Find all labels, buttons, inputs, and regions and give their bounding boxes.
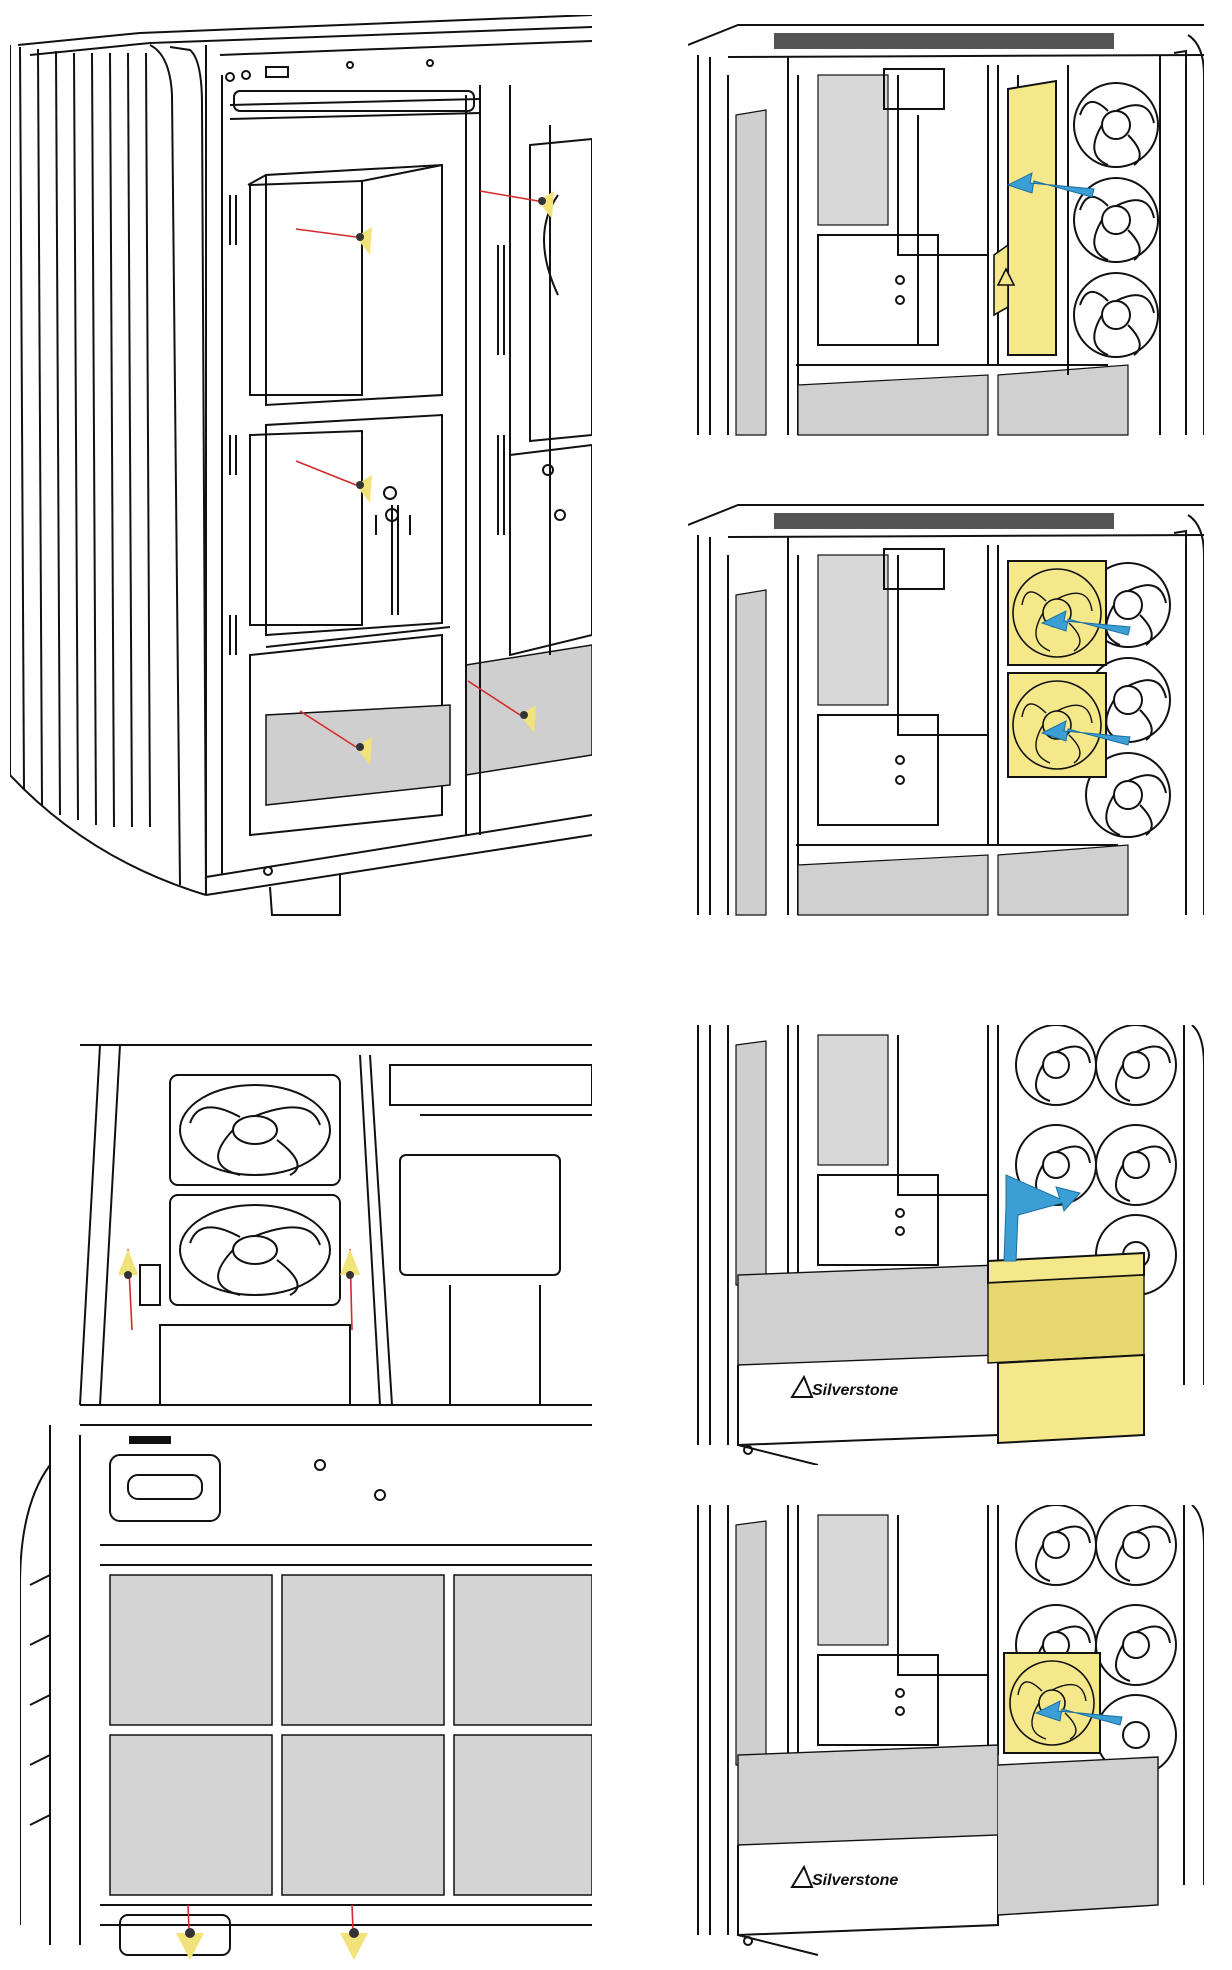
diagram-vertical-bracket — [688, 24, 1204, 436]
psu-logo-icon: Silverstone — [790, 1864, 898, 1889]
psu-brand-label: Silverstone — [812, 1382, 898, 1399]
panel-remove-bottom-screws — [20, 1025, 592, 1960]
panel-install-bottom-fan: Silverstone — [688, 1505, 1204, 1960]
psu-brand-label: Silverstone — [812, 1872, 898, 1889]
panel-install-psu-cover: Silverstone — [688, 1025, 1204, 1465]
fan-icon — [1073, 82, 1159, 358]
arrow-icon — [1034, 1700, 1123, 1726]
diagram-side-fans — [688, 504, 1204, 916]
screw-icon — [118, 1249, 368, 1960]
psu-cover-highlight — [987, 1251, 1145, 1445]
diagram-case-side-screws — [10, 15, 592, 916]
screw-icon — [356, 191, 554, 765]
vertical-bracket-highlight — [993, 79, 1057, 356]
panel-install-vertical-bracket — [688, 15, 1204, 445]
fan-icon — [169, 1074, 341, 1306]
panel-remove-panel-screws — [10, 15, 592, 930]
diagram-bottom-screws — [20, 1044, 592, 1960]
psu-logo-icon: Silverstone — [790, 1374, 898, 1399]
fan-icon — [1015, 1505, 1177, 1776]
bottom-fan-highlight — [1003, 1652, 1101, 1754]
panel-install-side-fans — [688, 495, 1204, 925]
side-fans-highlight — [1007, 560, 1107, 778]
arrow-icon — [1003, 1174, 1081, 1262]
arrow-icon — [1040, 610, 1131, 746]
diagram-psu-cover: Silverstone — [697, 1025, 1204, 1465]
diagram-bottom-fan: Silverstone — [697, 1505, 1204, 1956]
arrow-icon — [1006, 172, 1095, 198]
